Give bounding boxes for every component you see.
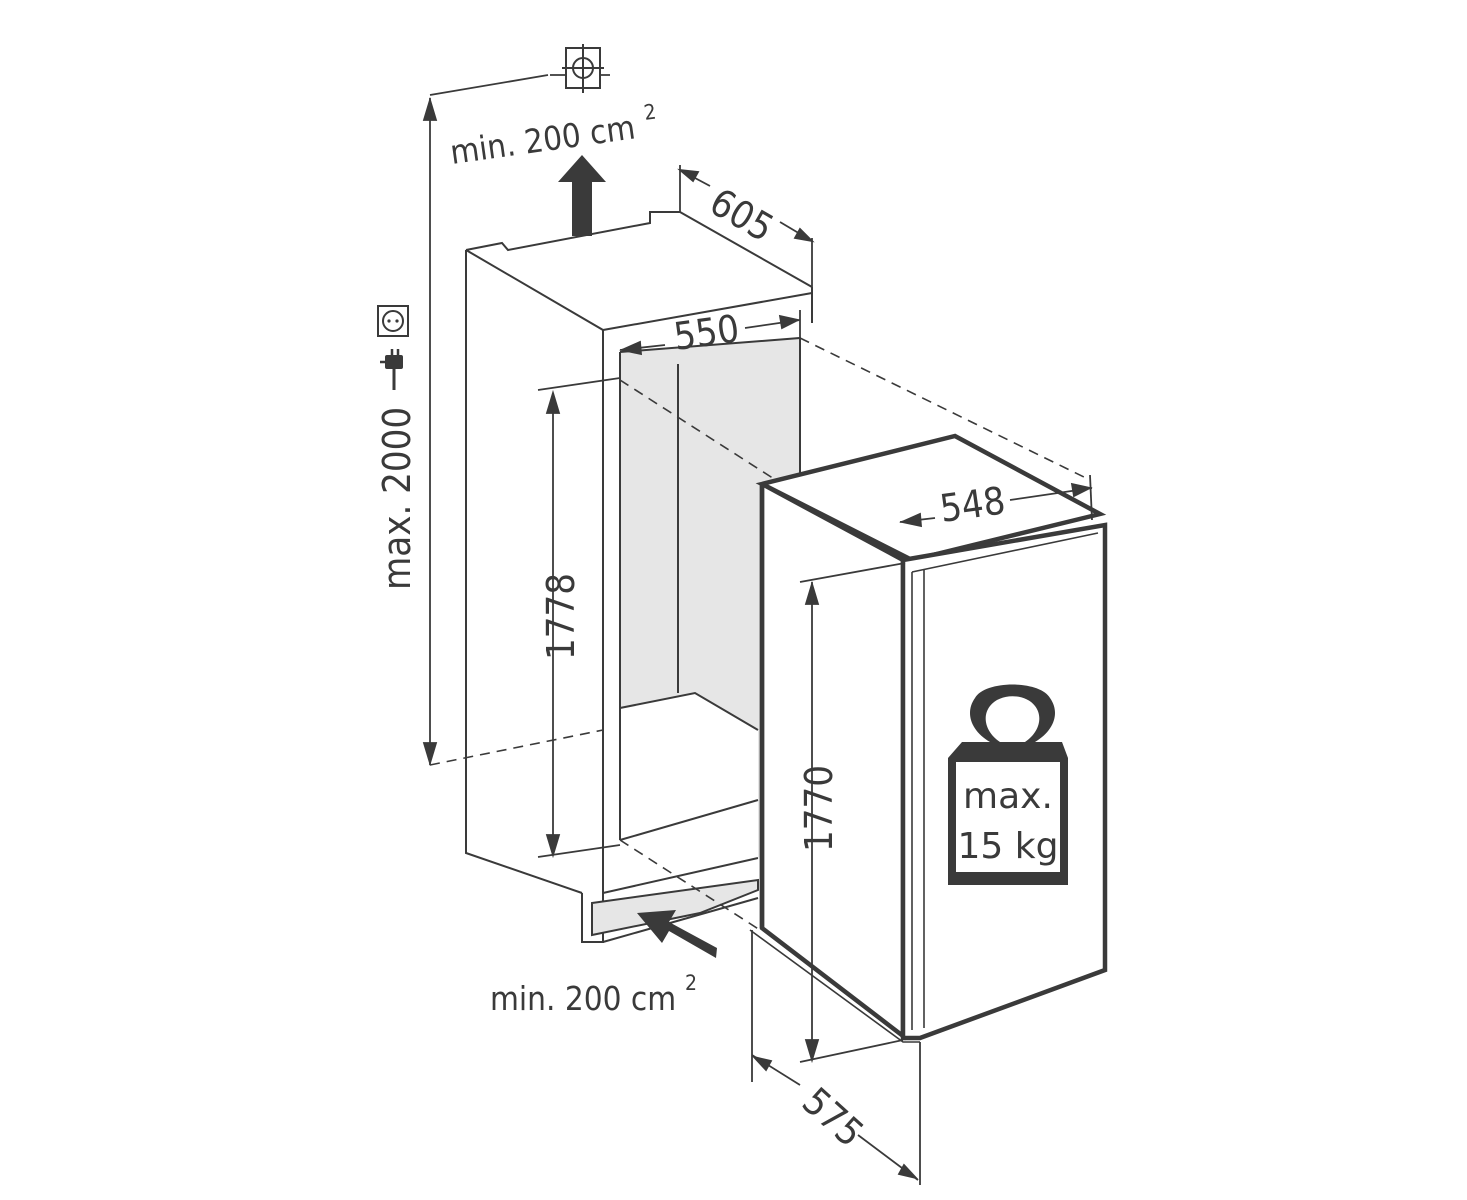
label-max-height: max. 2000 [375,407,419,590]
label-door-load-line1: max. [963,776,1053,817]
appliance [749,433,1108,1043]
label-vent-bottom: min. 200 cm [490,979,676,1018]
label-niche-depth: 605 [703,180,782,251]
vent-arrow-bottom [637,910,717,958]
label-door-load-line2: 15 kg [958,826,1059,867]
label-niche-width: 550 [671,306,742,359]
label-vent-top: min. 200 cm [448,107,638,172]
label-appliance-depth: 575 [794,1079,872,1155]
niche-cabinet [465,211,813,943]
label-vent-bottom-sup: 2 [685,971,697,995]
niche-back-interior [620,352,678,708]
power-plug-icon [380,349,403,390]
label-niche-height: 1778 [539,573,583,660]
label-appliance-height: 1770 [797,765,841,852]
power-socket-icon [377,305,409,337]
label-vent-top-sup: 2 [642,100,657,125]
weight-icon [948,684,1068,885]
label-appliance-width: 548 [937,478,1008,531]
wall-outlet-icon [562,44,604,93]
dimension-lines [422,74,1093,1185]
projection-lines [429,337,1091,931]
vent-arrow-top [558,155,606,236]
